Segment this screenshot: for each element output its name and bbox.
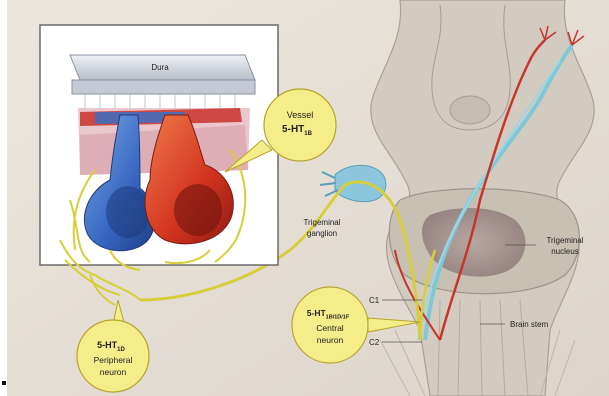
vein-lumen [106,186,150,238]
dura-slab-side [72,80,255,94]
ganglion-body [335,165,386,201]
vessel-callout-title: Vessel [287,110,314,120]
bullet-mark [2,381,6,385]
dura-inset [40,25,278,270]
left-margin [0,0,7,396]
central-label-line3: neuron [317,335,344,345]
peripheral-label-line3: neuron [100,367,127,377]
dura-label: Dura [151,63,169,72]
c2-label: C2 [369,338,380,347]
trigeminal-ganglion-label-2: ganglion [307,229,337,238]
brain-stem-label: Brain stem [510,320,549,329]
artery-lumen [174,184,222,236]
trigeminal-ganglion-label-1: Trigeminal [303,218,340,227]
central-label-line2: Central [316,323,344,333]
c1-label: C1 [369,296,380,305]
midbrain-structure [450,96,490,124]
trigeminal-nucleus-label-2: nucleus [551,247,579,256]
trigeminal-nucleus-label-1: Trigeminal [546,236,583,245]
peripheral-label-line2: Peripheral [94,355,133,365]
